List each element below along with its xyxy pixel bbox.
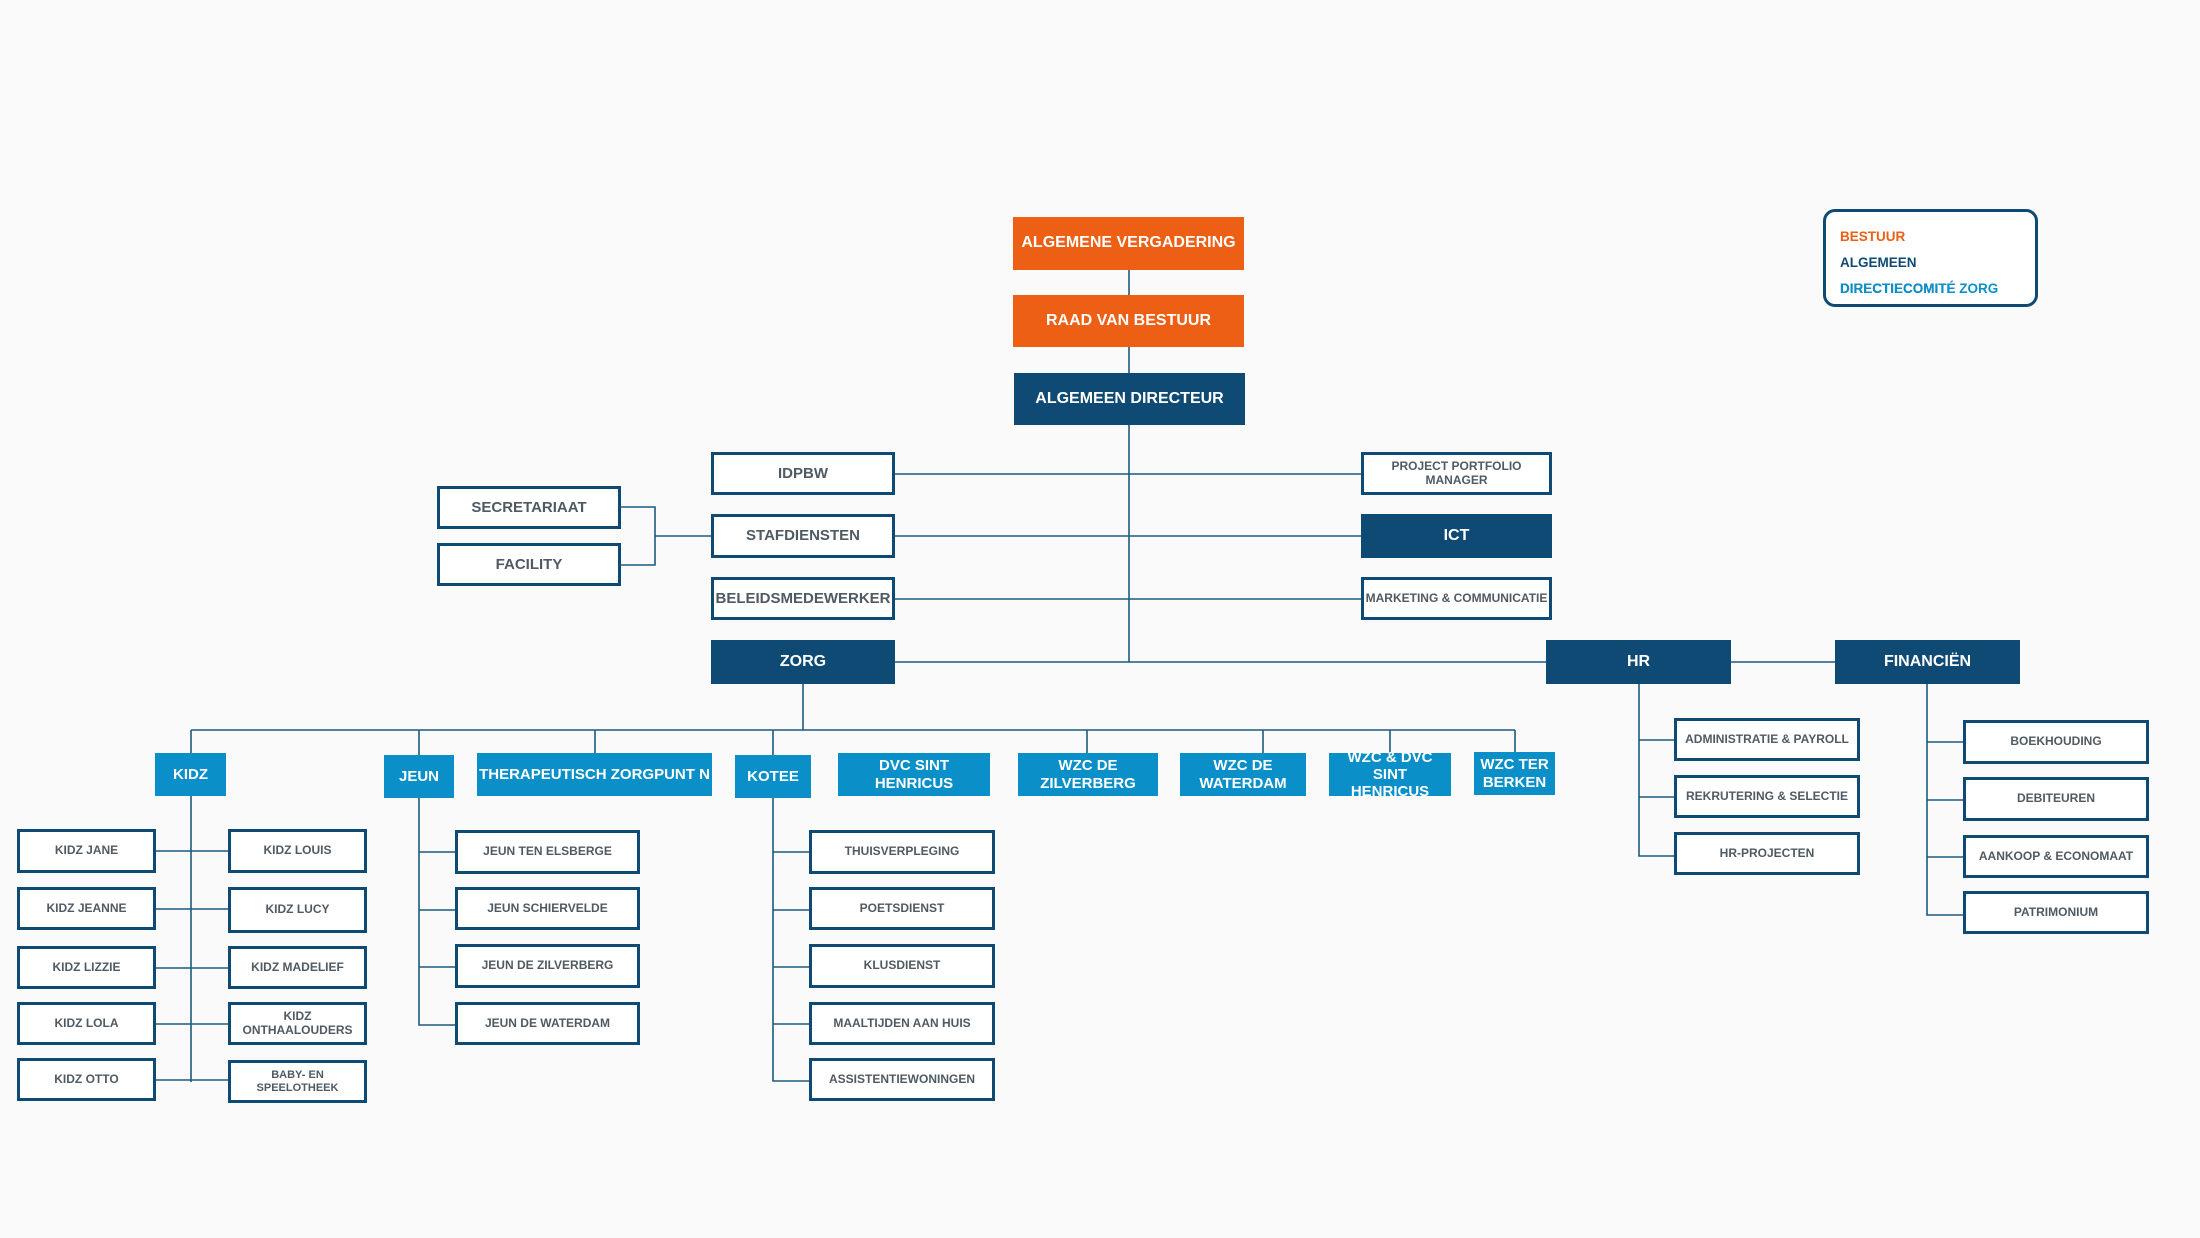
box-maaltijden-aan-huis[interactable]: MAALTIJDEN AAN HUIS: [809, 1002, 995, 1045]
box-jeun-ten-elsberge[interactable]: JEUN TEN ELSBERGE: [455, 830, 640, 874]
box-stafdiensten[interactable]: STAFDIENSTEN: [711, 514, 895, 558]
line-kidz-branches: [155, 850, 229, 1081]
box-algemene-vergadering[interactable]: ALGEMENE VERGADERING: [1013, 217, 1244, 270]
box-klusdienst[interactable]: KLUSDIENST: [809, 944, 995, 988]
box-kidz-madelief[interactable]: KIDZ MADELIEF: [228, 946, 367, 989]
box-beleidsmedewerker[interactable]: BELEIDSMEDEWERKER: [711, 577, 895, 620]
box-kidz-jane[interactable]: KIDZ JANE: [17, 829, 156, 873]
box-financien[interactable]: FINANCIËN: [1835, 640, 2020, 684]
box-kidz-jeanne[interactable]: KIDZ JEANNE: [17, 887, 156, 930]
box-hr-projecten[interactable]: HR-PROJECTEN: [1674, 832, 1860, 875]
box-poetsdienst[interactable]: POETSDIENST: [809, 887, 995, 930]
box-jeun[interactable]: JEUN: [384, 755, 454, 798]
box-jeun-de-waterdam[interactable]: JEUN DE WATERDAM: [455, 1002, 640, 1045]
box-debiteuren[interactable]: DEBITEUREN: [1963, 777, 2149, 821]
box-ict[interactable]: ICT: [1361, 514, 1552, 558]
box-jeun-de-zilverberg[interactable]: JEUN DE ZILVERBERG: [455, 944, 640, 988]
box-secretariaat[interactable]: SECRETARIAAT: [437, 486, 621, 529]
box-kidz-lizzie[interactable]: KIDZ LIZZIE: [17, 946, 156, 989]
line-secretariaat-bracket: [619, 506, 713, 566]
box-kidz-lucy[interactable]: KIDZ LUCY: [228, 887, 367, 933]
box-hr[interactable]: HR: [1546, 640, 1731, 684]
box-wzc-ter-berken[interactable]: WZC TER BERKEN: [1474, 752, 1555, 795]
box-facility[interactable]: FACILITY: [437, 543, 621, 586]
box-raad-van-bestuur[interactable]: RAAD VAN BESTUUR: [1013, 295, 1244, 347]
box-boekhouding[interactable]: BOEKHOUDING: [1963, 720, 2149, 764]
line-fin-trunk: [1926, 684, 1965, 916]
box-aankoop-economaat[interactable]: AANKOOP & ECONOMAAT: [1963, 835, 2149, 878]
legend-bestuur: BESTUUR: [1840, 229, 1906, 244]
box-wzc-dvc-sint-henricus[interactable]: WZC & DVC SINT HENRICUS: [1329, 749, 1451, 800]
line-zorg-drops: [190, 730, 1516, 755]
line-jeun-trunk: [418, 798, 457, 1026]
box-zorg[interactable]: ZORG: [711, 640, 895, 684]
box-algemeen-directeur[interactable]: ALGEMEEN DIRECTEUR: [1014, 373, 1245, 425]
legend-directiecomite-zorg: DIRECTIECOMITÉ ZORG: [1840, 281, 1999, 296]
box-wzc-de-zilverberg[interactable]: WZC DE ZILVERBERG: [1018, 753, 1158, 796]
box-project-portfolio-manager[interactable]: PROJECT PORTFOLIO MANAGER: [1361, 452, 1552, 495]
legend: BESTUUR ALGEMEEN DIRECTIECOMITÉ DIRECTIE…: [1823, 209, 2038, 307]
box-dvc-sint-henricus[interactable]: DVC SINT HENRICUS: [838, 753, 990, 796]
box-idpbw[interactable]: IDPBW: [711, 452, 895, 495]
box-kidz-louis[interactable]: KIDZ LOUIS: [228, 829, 367, 873]
box-marketing-communicatie[interactable]: MARKETING & COMMUNICATIE: [1361, 577, 1552, 620]
box-baby-en-speelotheek[interactable]: BABY- EN SPEELOTHEEK: [228, 1060, 367, 1103]
box-kidz-onthaalouders[interactable]: KIDZ ONTHAALOUDERS: [228, 1002, 367, 1045]
box-kotee[interactable]: KOTEE: [735, 755, 811, 798]
box-kidz[interactable]: KIDZ: [155, 753, 226, 796]
box-assistentiewoningen[interactable]: ASSISTENTIEWONINGEN: [809, 1058, 995, 1101]
legend-algemeen-directiecomite: ALGEMEEN DIRECTIECOMITÉ: [1840, 255, 1956, 296]
box-kidz-otto[interactable]: KIDZ OTTO: [17, 1058, 156, 1101]
line-hr-trunk: [1638, 684, 1676, 857]
line-kotee-trunk: [772, 798, 811, 1082]
box-wzc-de-waterdam[interactable]: WZC DE WATERDAM: [1180, 753, 1306, 796]
box-administratie-payroll[interactable]: ADMINISTRATIE & PAYROLL: [1674, 718, 1860, 761]
box-therapeutisch-zorgpunt[interactable]: THERAPEUTISCH ZORGPUNT N: [477, 753, 712, 796]
box-kidz-lola[interactable]: KIDZ LOLA: [17, 1002, 156, 1045]
box-thuisverpleging[interactable]: THUISVERPLEGING: [809, 830, 995, 874]
box-rekrutering-selectie[interactable]: REKRUTERING & SELECTIE: [1674, 775, 1860, 818]
box-patrimonium[interactable]: PATRIMONIUM: [1963, 891, 2149, 934]
box-jeun-schiervelde[interactable]: JEUN SCHIERVELDE: [455, 887, 640, 930]
